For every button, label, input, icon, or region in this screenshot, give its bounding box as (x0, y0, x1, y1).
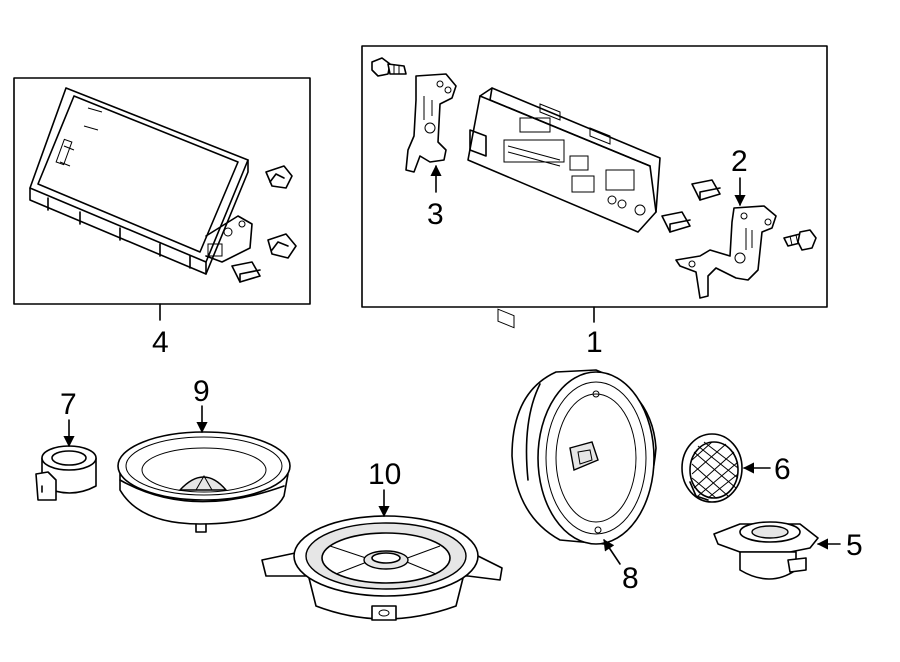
display-clips-icon (231, 165, 297, 283)
callout-10: 10 (368, 458, 401, 491)
callout-8: 8 (622, 562, 639, 595)
display-unit-icon (29, 87, 253, 275)
radio-receiver-box (361, 45, 828, 323)
oval-speaker-icon (117, 431, 291, 533)
callout-7: 7 (60, 388, 77, 421)
small-tweeter-icon (35, 445, 97, 501)
leader-8 (603, 539, 621, 565)
callout-6: 6 (774, 453, 791, 486)
callout-9: 9 (193, 375, 210, 408)
callout-4: 4 (152, 326, 169, 359)
callout-1: 1 (586, 326, 603, 359)
radio-receiver-assembly-icon (467, 87, 661, 329)
callout-5: 5 (846, 529, 863, 562)
callout-leaders (63, 164, 841, 565)
tweeter-speaker-icon (713, 521, 819, 580)
mounting-bolt-right-icon (783, 229, 817, 251)
mounting-bolt-left-icon (371, 57, 407, 77)
subwoofer-speaker-icon (261, 515, 503, 621)
door-speaker-icon (511, 369, 657, 545)
callout-2: 2 (731, 145, 748, 178)
display-unit-box (13, 77, 311, 321)
receiver-clips-icon (661, 179, 721, 233)
round-grille-speaker-icon (681, 433, 743, 503)
callout-3: 3 (427, 198, 444, 231)
left-mounting-bracket-icon (405, 73, 457, 173)
right-mounting-bracket-icon (675, 205, 777, 299)
